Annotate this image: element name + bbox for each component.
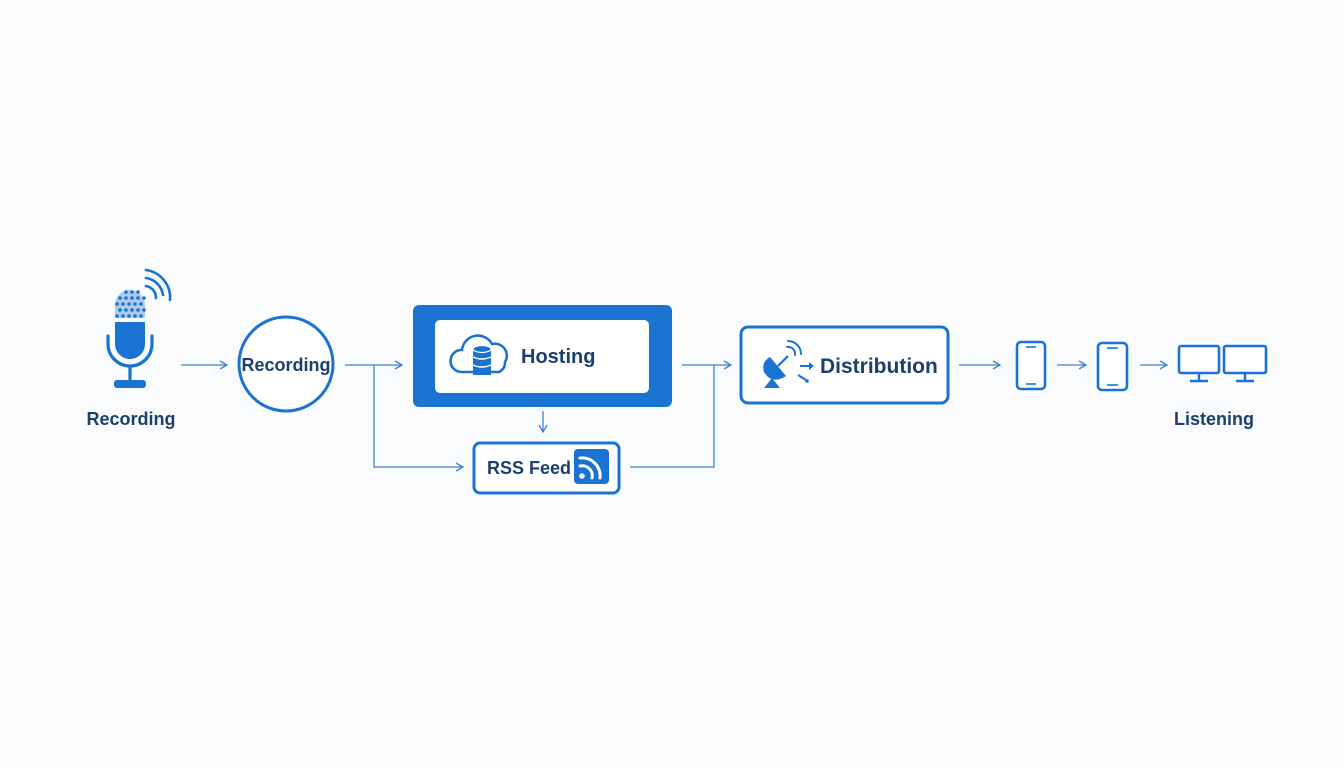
connector-rss-to-distribution bbox=[630, 365, 715, 468]
smartphone-icon bbox=[1096, 341, 1129, 392]
distribution-label: Distribution bbox=[820, 355, 938, 378]
hosting-label: Hosting bbox=[521, 346, 596, 368]
rss-icon bbox=[574, 449, 609, 484]
rss-feed-label: RSS Feed bbox=[487, 458, 572, 478]
recording-node bbox=[237, 315, 335, 413]
desktop-monitors-icon bbox=[1177, 344, 1268, 383]
recording-node-label: Recording bbox=[241, 355, 331, 375]
cloud-database-icon bbox=[449, 334, 509, 375]
smartphone-icon bbox=[1015, 340, 1047, 391]
listening-caption: Listening bbox=[1174, 409, 1254, 429]
mic-caption: Recording bbox=[86, 409, 176, 429]
microphone-icon bbox=[106, 268, 172, 388]
satellite-dish-icon bbox=[763, 340, 814, 388]
arrow-recording-to-rss bbox=[373, 365, 465, 472]
distribution-node bbox=[739, 325, 950, 405]
